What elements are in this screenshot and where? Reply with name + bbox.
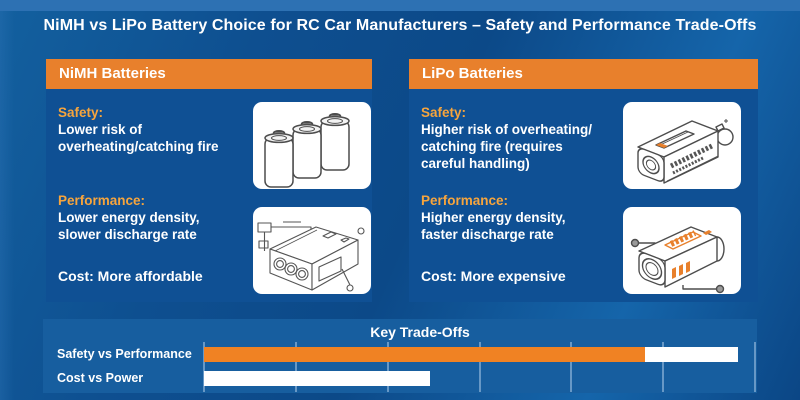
page-title: NiMH vs LiPo Battery Choice for RC Car M… xyxy=(43,17,757,34)
nimh-safety-text-line: Lower risk of xyxy=(58,122,143,137)
nimh-panel-body: Safety: Lower risk of overheating/catchi… xyxy=(46,89,372,302)
nimh-cost-text: Cost: More affordable xyxy=(58,268,203,284)
nimh-safety-text-line: overheating/catching fire xyxy=(58,139,219,154)
bar-segment-safety_vs_performance-orange xyxy=(204,347,645,362)
lipo-indicator-card xyxy=(623,207,741,294)
nimh-performance-label: Performance: xyxy=(58,193,146,208)
chart-gridline xyxy=(294,342,297,392)
chart-gridline xyxy=(754,342,756,392)
lipo-pack-card xyxy=(623,102,741,189)
lipo-performance-text-line: Higher energy density, xyxy=(421,210,566,225)
nimh-panel-title: NiMH Batteries xyxy=(59,65,166,82)
lipo-safety-label: Safety: xyxy=(421,105,467,120)
chart-gridline xyxy=(386,342,389,392)
nimh-safety-label: Safety: xyxy=(58,105,104,120)
lipo-pack-with-wire-illustration xyxy=(637,119,734,184)
bar-segment-safety_vs_performance-white xyxy=(644,347,739,362)
nimh-performance-text-line: slower discharge rate xyxy=(58,227,197,242)
lipo-panel-header: LiPo Batteries xyxy=(409,59,758,89)
chart-title: Key Trade-Offs xyxy=(370,324,470,340)
row-label-safety-vs-performance: Safety vs Performance xyxy=(57,347,192,361)
lipo-performance-label: Performance: xyxy=(421,193,509,208)
lipo-panel-body: Safety: Higher risk of overheating/ catc… xyxy=(409,89,758,302)
chart-gridline xyxy=(662,342,665,392)
nimh-battery-pack-patent-illustration xyxy=(257,221,365,292)
lipo-safety-text-line: careful handling) xyxy=(421,156,530,171)
lipo-performance-block: Performance: Higher energy density, fast… xyxy=(421,192,621,243)
lipo-safety-text-line: Higher risk of overheating/ xyxy=(421,122,593,137)
nimh-performance-block: Performance: Lower energy density, slowe… xyxy=(58,192,258,243)
nimh-pack-card xyxy=(253,207,371,294)
lipo-performance-text-line: faster discharge rate xyxy=(421,227,554,242)
lipo-panel: LiPo Batteries Safety: Higher risk of ov… xyxy=(409,59,758,302)
chart-gridline xyxy=(570,342,573,392)
nimh-safety-block: Safety: Lower risk of overheating/catchi… xyxy=(58,104,258,155)
row-label-cost-vs-power: Cost vs Power xyxy=(57,371,144,385)
nimh-panel: NiMH Batteries Safety: Lower risk of ove… xyxy=(46,59,372,302)
bar-track-safety-vs-performance xyxy=(204,347,739,362)
nimh-cylindrical-cells-illustration xyxy=(264,113,350,188)
lipo-pack-charge-indicator-illustration xyxy=(630,226,725,294)
nimh-performance-text-line: Lower energy density, xyxy=(58,210,200,225)
lipo-cost-text: Cost: More expensive xyxy=(421,268,566,284)
chart-gridline xyxy=(203,342,205,392)
bar-track-cost-vs-power xyxy=(204,371,430,386)
top-accent-band xyxy=(0,0,800,11)
nimh-panel-header: NiMH Batteries xyxy=(46,59,372,89)
nimh-cells-card xyxy=(253,102,371,189)
chart-gridline xyxy=(478,342,481,392)
lipo-panel-title: LiPo Batteries xyxy=(422,65,523,82)
tradeoffs-panel: Key Trade-Offs Safety vs Performance Cos… xyxy=(43,319,757,393)
bar-segment-cost_vs_power-white xyxy=(204,371,430,386)
lipo-safety-block: Safety: Higher risk of overheating/ catc… xyxy=(421,104,621,172)
lipo-safety-text-line: catching fire (requires xyxy=(421,139,563,154)
